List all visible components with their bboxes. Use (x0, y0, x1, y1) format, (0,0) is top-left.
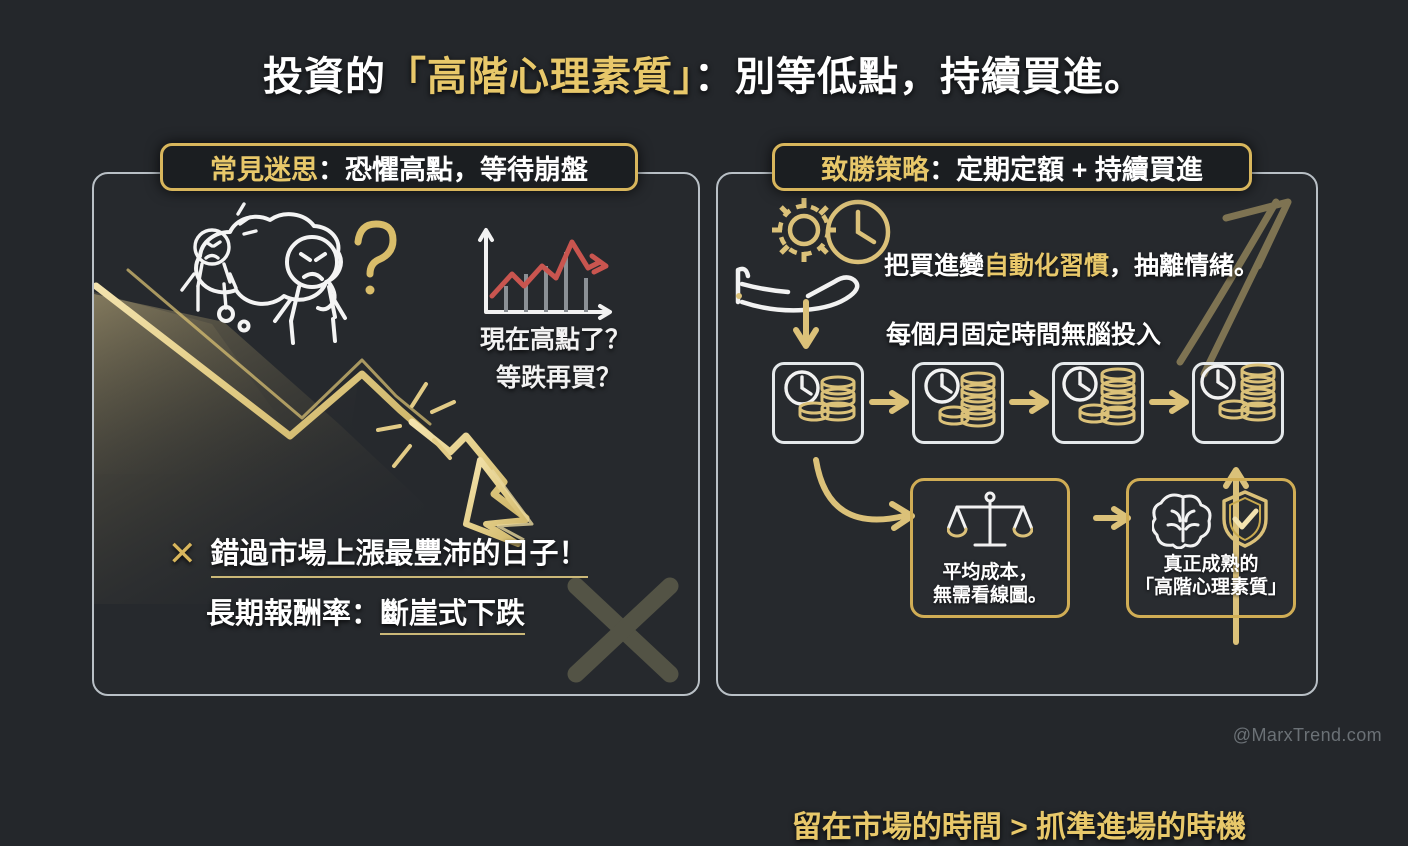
strategy-header-rest: ：定期定額 + 持續買進 (929, 154, 1203, 185)
strategy-header-gold: 致勝策略 (821, 154, 930, 185)
myth-header-rest: ：恐懼高點，等待崩盤 (318, 154, 588, 185)
title-highlight: 「高階心理素質」 (386, 55, 694, 99)
myth-panel-header: 常見迷思：恐懼高點，等待崩盤 (160, 143, 638, 191)
average-cost-line-2: 無需看線圖。 (932, 585, 1047, 607)
long-term-return-row: 長期報酬率：斷崖式下跌 (206, 590, 526, 635)
myth-panel: 現在高點了？ 等跌再買？ ✕ 錯過市場上漲最豐沛的日子！ 長期報酬率：斷崖式下跌 (92, 172, 700, 696)
open-hand-icon (735, 266, 860, 313)
step-box-4 (1192, 362, 1284, 444)
bottom-slogan: 留在市場的時間 > 抓準進場的時機 (791, 811, 1247, 844)
long-term-return-value: 斷崖式下跌 (380, 598, 526, 635)
title-suffix: ：別等低點，持續買進。 (694, 55, 1145, 99)
step-box-3 (1052, 362, 1144, 444)
missed-days-row: ✕ 錯過市場上漲最豐沛的日子！ (168, 530, 588, 578)
mindset-line-1: 真正成熟的 (1163, 554, 1259, 575)
watermark: @MarxTrend.com (1232, 725, 1382, 745)
missed-days-text: 錯過市場上漲最豐沛的日子！ (210, 530, 588, 578)
mindset-icons (1152, 489, 1270, 549)
myth-header-gold: 常見迷思 (210, 154, 318, 185)
automation-suffix: ，抽離情緒。 (1109, 252, 1260, 280)
x-mark-icon: ✕ (168, 535, 197, 573)
infographic-canvas: 投資的「高階心理素質」：別等低點，持續買進。 (0, 44, 1408, 844)
brain-icon (1152, 493, 1212, 549)
shield-icon (1222, 490, 1268, 548)
question-line-2: 等跌再買？ (496, 364, 622, 392)
question-line-1: 現在高點了？ (480, 326, 631, 354)
step-box-1 (772, 362, 864, 444)
monthly-investment-text: 每個月固定時間無腦投入 (886, 321, 1162, 349)
page-title: 投資的「高階心理素質」：別等低點，持續買進。 (0, 44, 1408, 102)
scales-icon (947, 491, 1033, 547)
strategy-panel-header: 致勝策略：定期定額 + 持續買進 (772, 143, 1252, 191)
automation-prefix: 把買進變 (884, 252, 985, 280)
title-prefix: 投資的 (263, 55, 386, 99)
gear-icon (772, 198, 836, 262)
automation-text: 把買進變自動化習慣，抽離情緒。 (884, 246, 1259, 282)
average-cost-line-1: 平均成本， (942, 562, 1038, 583)
long-term-return-label: 長期報酬率： (206, 598, 381, 630)
step-box-2 (912, 362, 1004, 444)
mature-mindset-card: 真正成熟的 「高階心理素質」 (1126, 478, 1296, 618)
strategy-panel: 把買進變自動化習慣，抽離情緒。 每個月固定時間無腦投入 (716, 172, 1318, 844)
clock-icon (825, 199, 891, 265)
average-cost-card: 平均成本， 無需看線圖。 (910, 478, 1070, 618)
mindset-line-2: 「高階心理素質」 (1134, 577, 1287, 599)
automation-highlight: 自動化習慣 (984, 252, 1110, 280)
